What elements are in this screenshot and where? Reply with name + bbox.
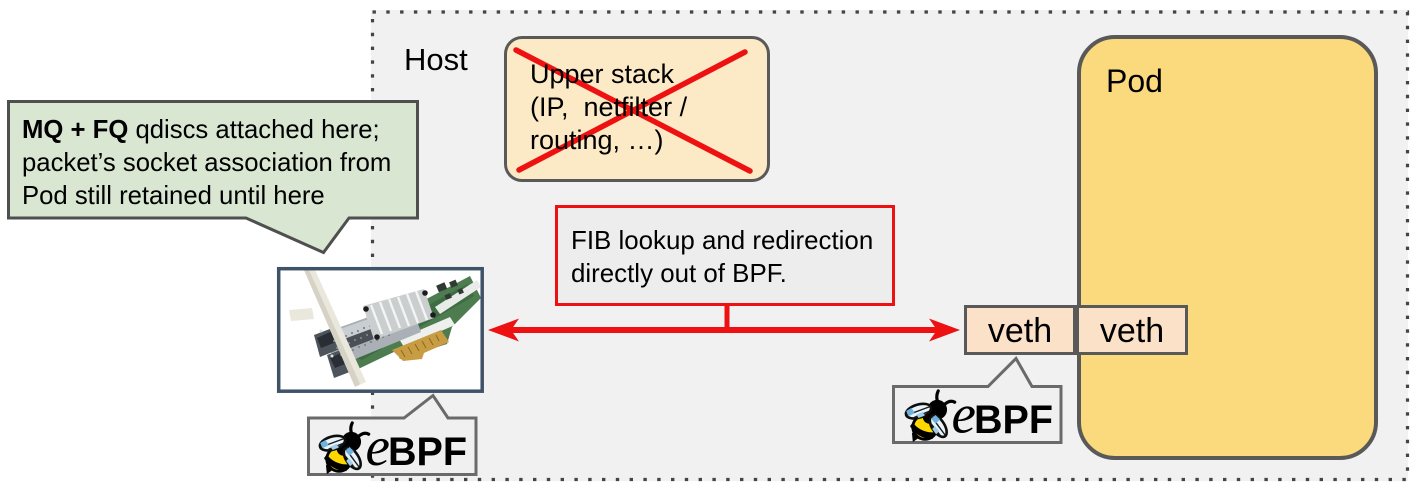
svg-text:e: e bbox=[952, 384, 976, 445]
svg-text:e: e bbox=[366, 416, 390, 477]
